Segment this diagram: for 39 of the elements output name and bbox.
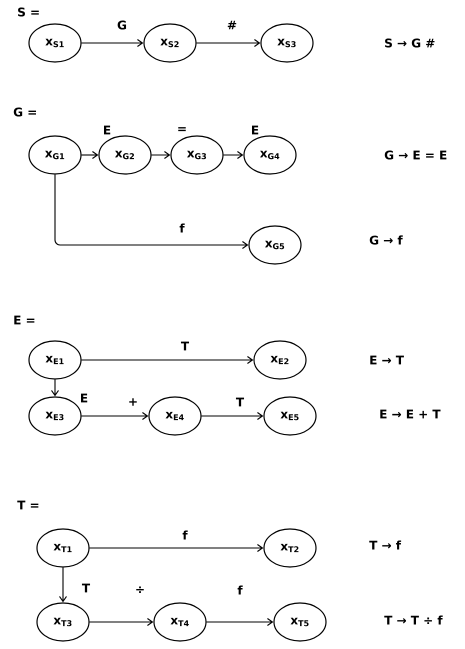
rule-text: G → E = E: [384, 150, 446, 160]
edge-label: T: [180, 342, 190, 350]
rule-text: E → T: [370, 356, 404, 364]
edge-label: ÷: [136, 586, 144, 593]
rule-text: G → f: [370, 235, 403, 245]
edge-label: f: [180, 223, 185, 233]
arrow: [90, 544, 264, 552]
rule-text: S =: [18, 7, 39, 17]
arrow: [206, 618, 274, 626]
arrow: [224, 151, 244, 159]
arrow: [51, 380, 59, 396]
arrow: [82, 356, 254, 364]
edge-label: f: [182, 530, 188, 540]
arrow: [54, 174, 248, 249]
edge-label: =: [178, 127, 186, 132]
edge-label: E: [252, 126, 258, 134]
edge-label: +: [129, 398, 137, 406]
rule-text: T → T ÷ f: [384, 615, 443, 625]
edge-label: G: [118, 20, 126, 30]
edge-label: E: [104, 126, 110, 134]
rule-text: S → G #: [385, 38, 434, 48]
arrow: [82, 412, 148, 420]
rule-text: E → E + T: [380, 410, 441, 418]
arrow: [59, 568, 67, 602]
rule-text: E =: [14, 316, 34, 324]
arrow: [152, 151, 170, 159]
edge-label: T: [236, 398, 244, 406]
edge-label: f: [238, 585, 243, 595]
rule-text: T → f: [369, 540, 402, 550]
rule-text: G =: [14, 107, 36, 117]
arrow: [82, 151, 98, 159]
arrow: [196, 39, 260, 47]
rule-text: T =: [17, 500, 38, 510]
arrow: [82, 39, 144, 47]
edge-label: #: [228, 20, 236, 30]
edge-label: T: [82, 584, 90, 592]
arrow: [90, 618, 154, 626]
edge-label: E: [81, 394, 88, 402]
arrow: [202, 412, 264, 420]
